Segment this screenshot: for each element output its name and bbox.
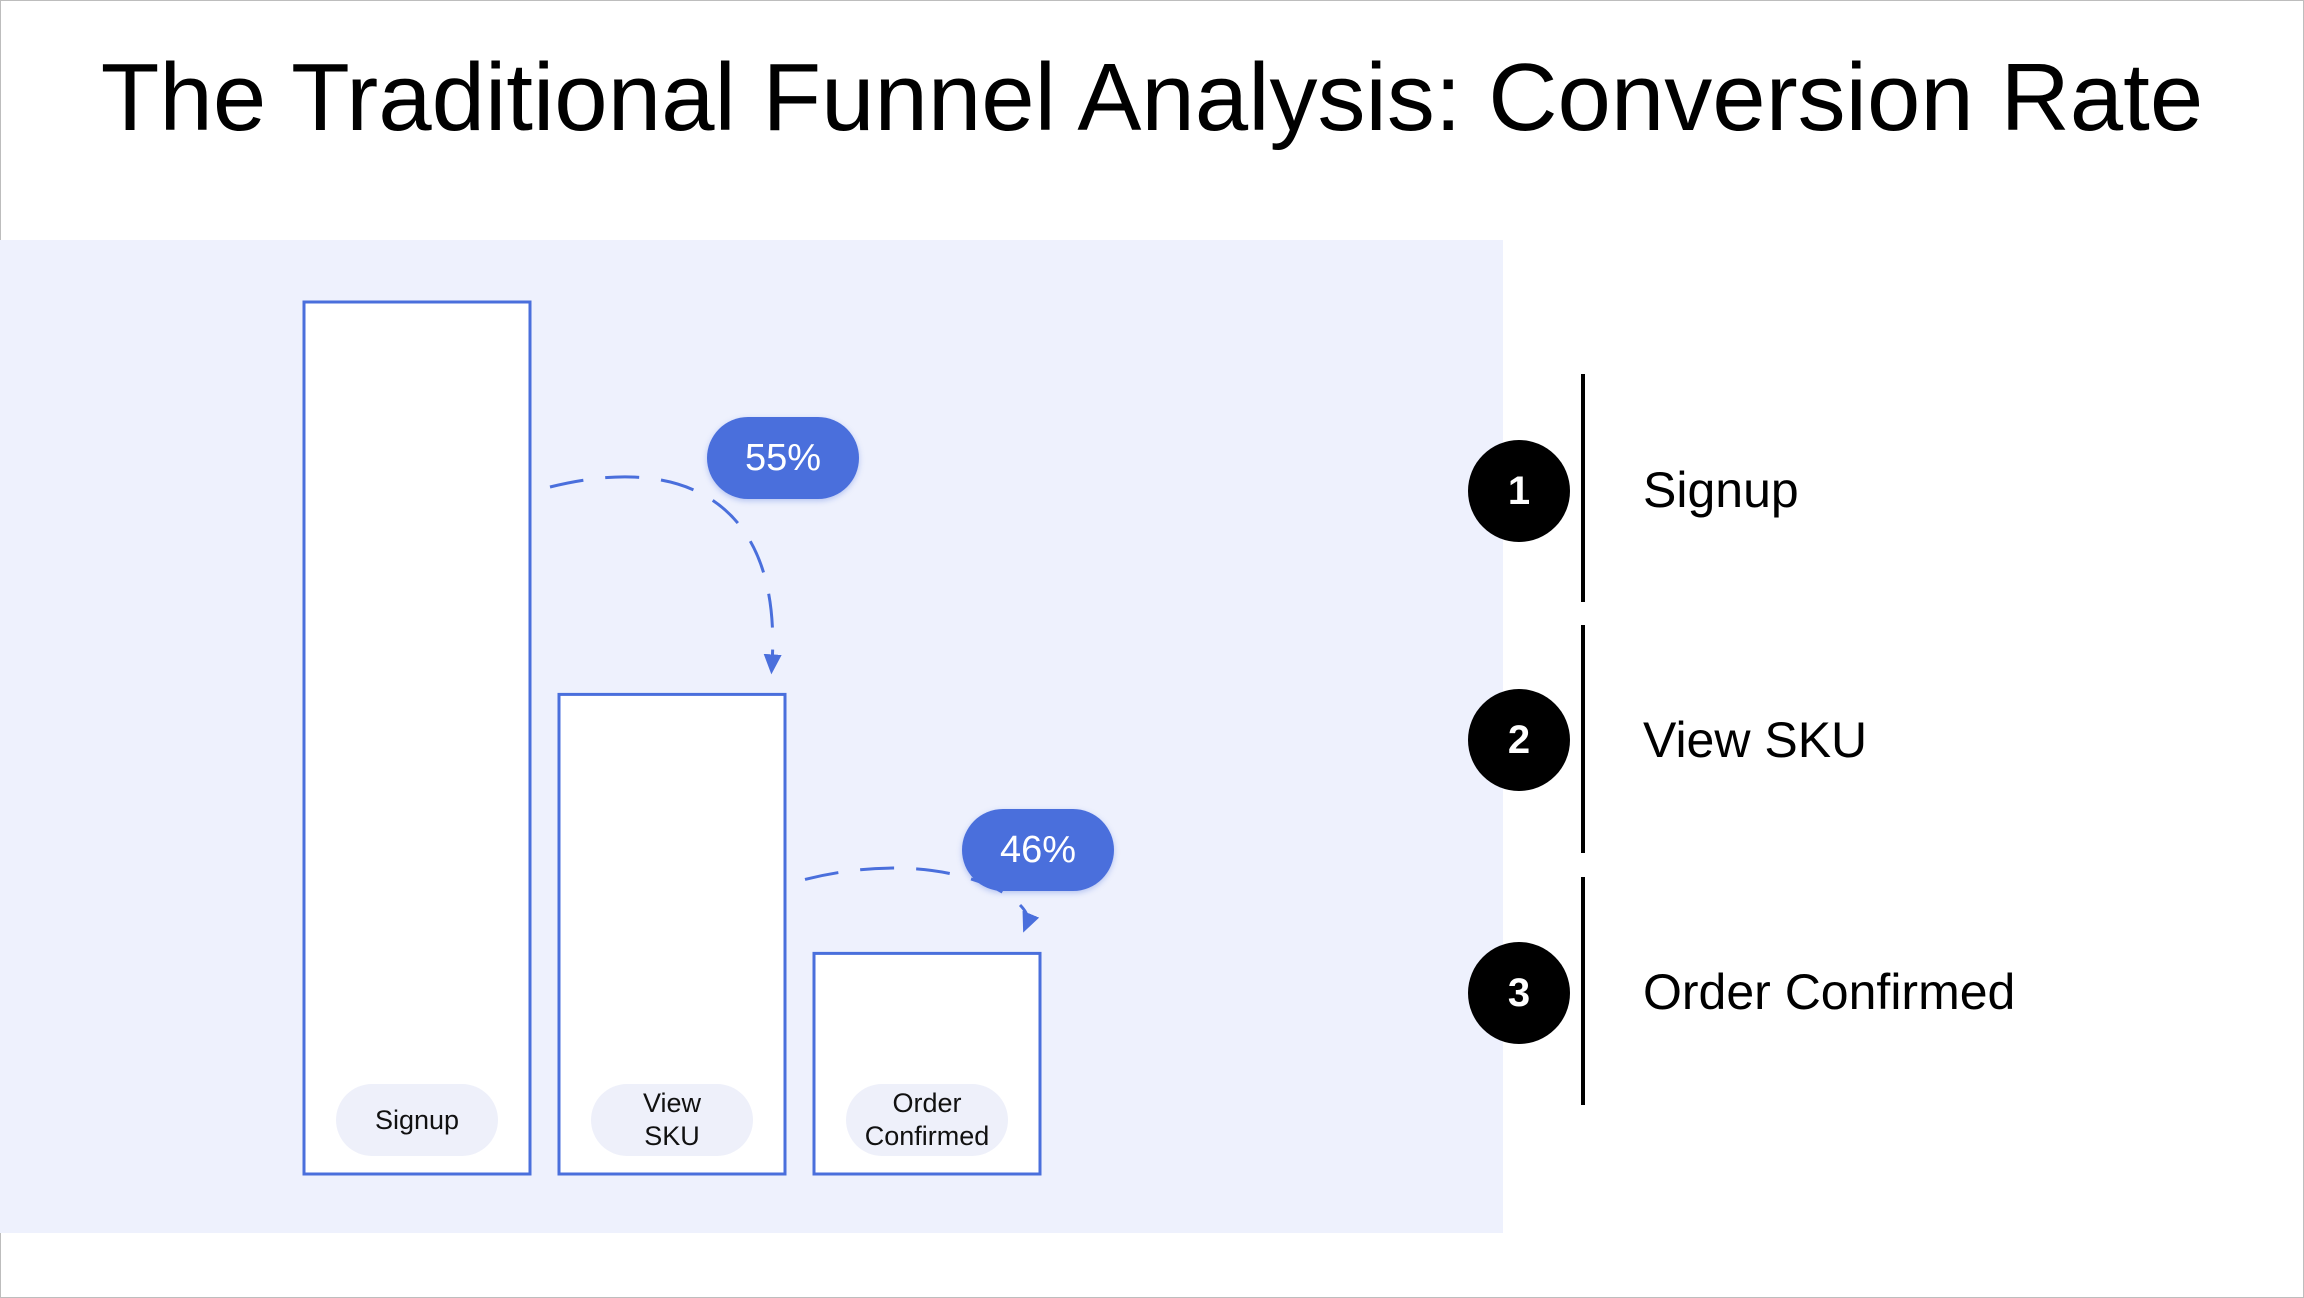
bar-label-order-confirmed: Order Confirmed — [846, 1084, 1008, 1156]
step-divider — [1581, 877, 1585, 1105]
step-number-badge: 2 — [1468, 689, 1570, 791]
conversion-rate-badge: 46% — [962, 809, 1114, 892]
step-divider — [1581, 374, 1585, 602]
bar-label-signup: Signup — [336, 1084, 498, 1156]
bar-signup — [302, 300, 532, 1176]
step-number-badge: 1 — [1468, 440, 1570, 542]
conversion-rate-badge: 55% — [707, 417, 859, 499]
slide-title: The Traditional Funnel Analysis: Convers… — [100, 44, 2204, 151]
step-label-signup: Signup — [1643, 462, 1799, 518]
step-label-view-sku: View SKU — [1643, 712, 1868, 768]
conversion-arrow — [804, 866, 1040, 933]
step-number-badge: 3 — [1468, 942, 1570, 1044]
conversion-arrow — [549, 475, 782, 675]
bar-label-view-sku: View SKU — [591, 1084, 753, 1156]
step-label-order-confirmed: Order Confirmed — [1643, 964, 2016, 1020]
step-divider — [1581, 625, 1585, 853]
